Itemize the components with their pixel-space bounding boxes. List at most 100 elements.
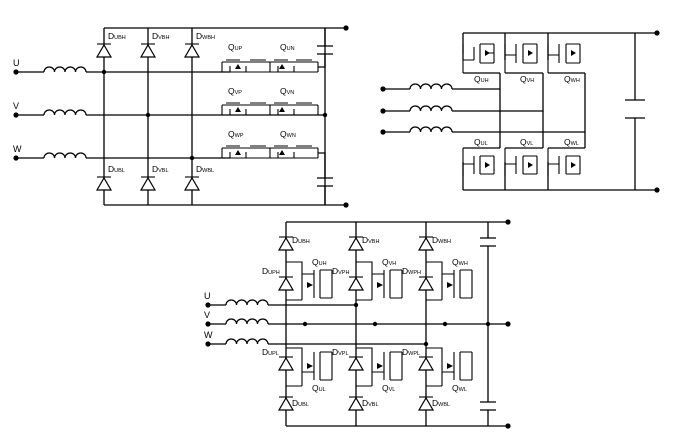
mosfet-wh-c [426, 261, 473, 301]
mosfet-ul-b [462, 148, 495, 176]
inductor-v-b [409, 105, 453, 112]
inductor-w-c [225, 338, 269, 345]
inductor-u-c [225, 299, 269, 306]
terminal-n-c [505, 423, 511, 429]
label-u-c: U [204, 291, 211, 301]
diode-wbh-c [417, 236, 435, 251]
label-qwp-a: QWP [228, 129, 244, 139]
capacitor-lower-c [480, 401, 496, 411]
inductor-w-a [43, 152, 87, 159]
mosfet-uh-c [286, 261, 333, 301]
label-dwpl-c: DWPL [402, 347, 420, 357]
diode-ubh-a [95, 43, 113, 58]
terminal-w-c [205, 341, 211, 347]
label-qvh-b: QVH [520, 74, 534, 84]
terminal-p-a [343, 25, 349, 31]
diode-columns-a [147, 28, 193, 205]
label-dvbl-a: DVBL [152, 164, 169, 174]
label-w-c: W [204, 330, 213, 340]
terminal-v-c [205, 321, 211, 327]
label-dwbh-a: DWBH [196, 31, 215, 41]
terminal-u-b [380, 86, 386, 92]
diode-vbl-c [347, 396, 365, 411]
mosfet-vl-b [504, 148, 538, 176]
label-w-a: W [13, 144, 22, 154]
switch-pair-w-a [221, 145, 326, 205]
mosfet-vl-c [356, 347, 403, 387]
junction-a4 [322, 112, 328, 118]
label-duph-c: DUPH [262, 266, 280, 276]
mosfet-wl-c [426, 347, 473, 387]
switch-pair-v-a [221, 102, 319, 115]
diode-ubl-a [95, 176, 113, 191]
junction-a3 [189, 155, 195, 161]
label-dubl-a: DUBL [108, 164, 125, 174]
diode-upl-c [277, 356, 295, 371]
junction-a2 [145, 112, 151, 118]
terminal-m-c [505, 321, 511, 327]
label-qvh-c: QVH [382, 257, 396, 267]
junction-c5 [485, 321, 491, 327]
terminal-u-a [13, 69, 19, 75]
label-qwl-c: QWL [452, 383, 467, 393]
diode-vbh-a [139, 43, 157, 58]
diode-wbl-c [417, 396, 435, 411]
label-dubh-c: DUBH [292, 235, 310, 245]
junction-c6 [423, 341, 429, 347]
diode-ubh-c [277, 236, 295, 251]
dc-rails-c [286, 221, 508, 427]
label-dvbl-c: DVBL [362, 398, 379, 408]
mosfet-wh-b [547, 43, 581, 73]
label-dubh-a: DUBH [108, 31, 126, 41]
label-v-c: V [204, 310, 210, 320]
label-qvl-b: QVL [520, 137, 533, 147]
capacitor-lower-a [317, 177, 333, 187]
inductor-u-a [43, 66, 87, 73]
label-dubl-c: DUBL [292, 398, 309, 408]
terminal-v-a [13, 112, 19, 118]
low-drops-b [499, 89, 586, 148]
label-u-a: U [13, 58, 20, 68]
diagram-c: U V W DUBH DVBH DWBH DUPH DVPH DWPH QUH … [204, 219, 511, 429]
label-dwbl-c: DWBL [432, 398, 450, 408]
junction-c1 [353, 302, 359, 308]
label-dwbh-c: DWBH [432, 235, 451, 245]
inductor-v-a [43, 109, 87, 116]
inductor-w-b [409, 126, 453, 133]
terminal-p-b [654, 30, 660, 36]
label-quh-b: QUH [474, 74, 489, 84]
label-dupl-c: DUPL [262, 347, 279, 357]
junction-c3 [372, 321, 378, 327]
terminal-w-a [13, 155, 19, 161]
mosfet-vh-c [356, 261, 403, 301]
label-dwph-c: DWPH [402, 266, 421, 276]
mosfet-ul-c [286, 347, 333, 387]
label-v-a: V [13, 101, 19, 111]
dc-rails-b [463, 32, 657, 191]
terminal-n-b [654, 187, 660, 193]
capacitor-upper-a [317, 45, 333, 55]
label-dvpl-c: DVPL [332, 347, 349, 357]
capacitor-upper-c [480, 237, 496, 247]
wire-v-b [383, 73, 544, 112]
diode-vbl-a [139, 176, 157, 191]
mosfet-uh-b [462, 43, 495, 73]
label-qwh-b: QWH [564, 74, 580, 84]
junction-c4 [442, 321, 448, 327]
label-dvph-c: DVPH [332, 266, 349, 276]
capacitor-b [625, 99, 645, 119]
label-qvp-a: QVP [228, 86, 242, 96]
diode-uph-c [277, 276, 295, 291]
inductor-u-b [409, 83, 453, 90]
label-dwbl-a: DWBL [196, 164, 214, 174]
diode-wbh-a [183, 43, 201, 58]
diode-vpl-c [347, 356, 365, 371]
label-qwn-a: QWN [280, 129, 296, 139]
label-qvl-c: QVL [382, 383, 395, 393]
diode-vbh-c [347, 236, 365, 251]
junction-a1 [101, 69, 107, 75]
diagram-b: QUH QVH QWH QUL QVL QWL [380, 30, 660, 193]
label-qwh-c: QWH [452, 257, 468, 267]
